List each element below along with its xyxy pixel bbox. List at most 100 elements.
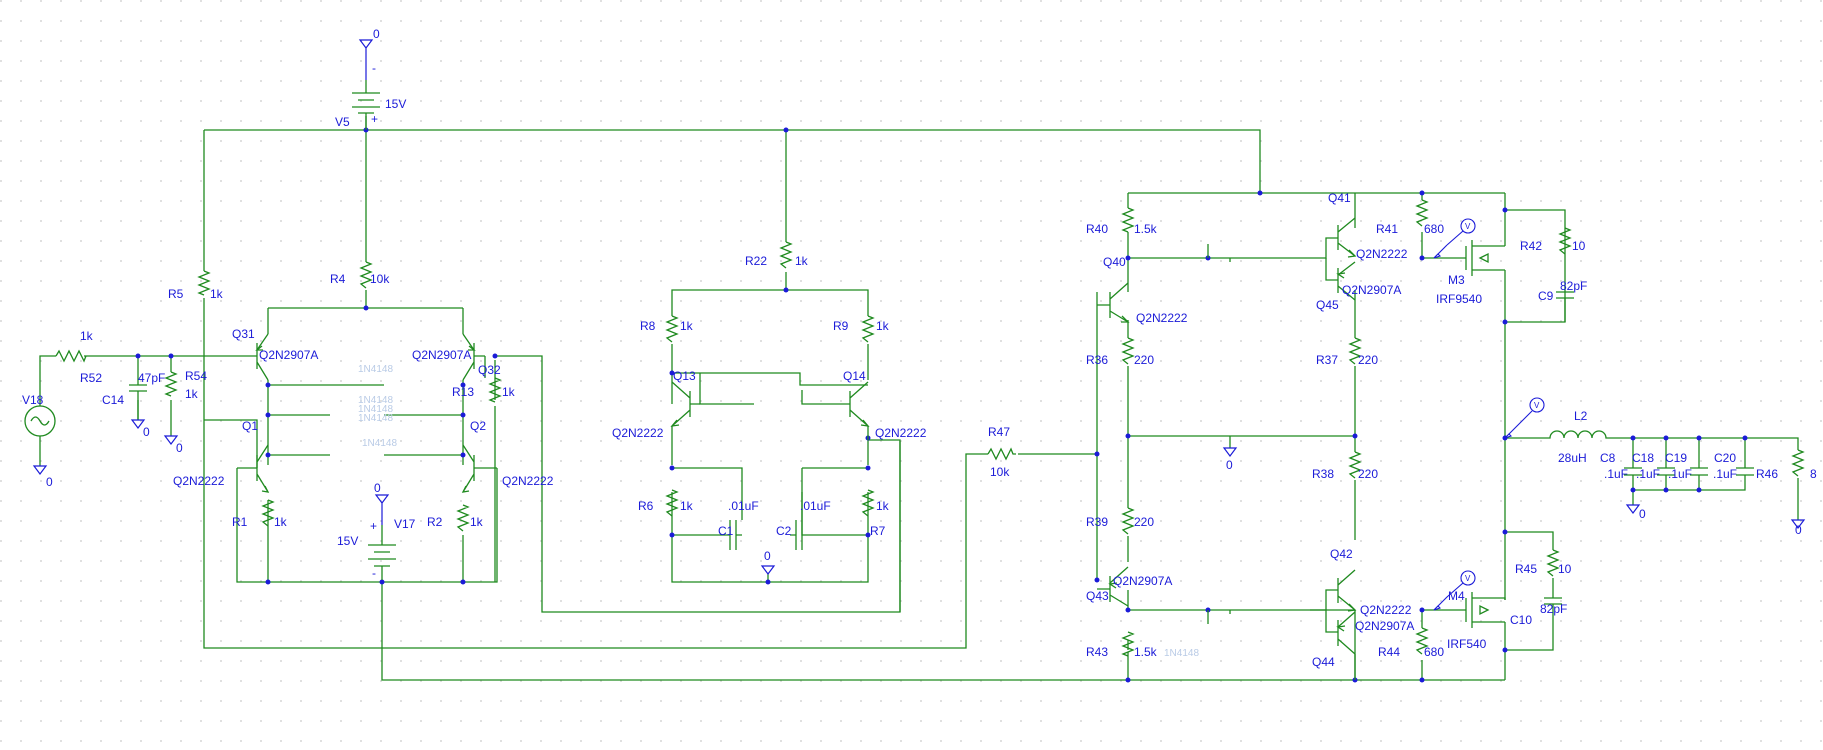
svg-text:-: - bbox=[372, 566, 376, 580]
resistor-r52 bbox=[55, 349, 87, 363]
capacitor-c10 bbox=[1544, 597, 1562, 630]
svg-text:Q2N2222: Q2N2222 bbox=[1356, 247, 1408, 261]
transistor-q43 bbox=[1097, 566, 1129, 607]
voltage-probe-icon: V bbox=[1433, 570, 1476, 611]
svg-text:.1uF: .1uF bbox=[1713, 467, 1737, 481]
capacitor-c20 bbox=[1736, 467, 1754, 476]
junction-dots bbox=[135, 127, 1748, 683]
svg-text:1k: 1k bbox=[680, 319, 694, 333]
svg-text:220: 220 bbox=[1358, 353, 1378, 367]
transistor-q40 bbox=[1097, 282, 1130, 323]
svg-text:V: V bbox=[1534, 401, 1540, 410]
svg-text:Q2N2907A: Q2N2907A bbox=[1355, 619, 1414, 633]
resistor-r39 bbox=[1121, 507, 1135, 535]
transistors bbox=[237, 217, 1506, 680]
svg-text:IRF9540: IRF9540 bbox=[1436, 292, 1482, 306]
svg-text:R2: R2 bbox=[427, 515, 443, 529]
capacitor-c1 bbox=[729, 492, 743, 550]
transistor-q32 bbox=[462, 333, 485, 381]
ground-icon bbox=[130, 419, 146, 429]
svg-text:Q41: Q41 bbox=[1328, 191, 1351, 205]
ground-icon bbox=[1790, 519, 1806, 529]
svg-text:.1uF: .1uF bbox=[1636, 467, 1660, 481]
capacitor-c19 bbox=[1690, 467, 1708, 476]
resistor-r41 bbox=[1415, 199, 1429, 227]
ground-icon bbox=[163, 435, 179, 445]
svg-text:R52: R52 bbox=[80, 371, 102, 385]
resistor-r54 bbox=[164, 371, 178, 397]
svg-text:Q2N2222: Q2N2222 bbox=[502, 474, 554, 488]
svg-text:82pF: 82pF bbox=[1540, 602, 1567, 616]
svg-text:Q32: Q32 bbox=[478, 363, 501, 377]
svg-text:C14: C14 bbox=[102, 393, 124, 407]
svg-text:R37: R37 bbox=[1316, 353, 1338, 367]
transistor-q42 bbox=[1325, 569, 1357, 612]
svg-text:Q2N2222: Q2N2222 bbox=[173, 474, 225, 488]
svg-text:1.5k: 1.5k bbox=[1134, 222, 1158, 236]
resistor-r44 bbox=[1415, 627, 1429, 655]
svg-text:Q2N2907A: Q2N2907A bbox=[259, 348, 318, 362]
resistor-r43 bbox=[1121, 631, 1135, 657]
resistor-r37 bbox=[1348, 337, 1362, 365]
transistor-q41 bbox=[1310, 217, 1357, 259]
battery-v5 bbox=[352, 80, 380, 130]
svg-text:.1uF: .1uF bbox=[1604, 467, 1628, 481]
svg-text:1N4148: 1N4148 bbox=[358, 395, 393, 406]
svg-text:C19: C19 bbox=[1665, 451, 1687, 465]
svg-text:680: 680 bbox=[1424, 645, 1444, 659]
resistor-r13 bbox=[488, 377, 502, 403]
svg-text:1k: 1k bbox=[680, 499, 694, 513]
transistor-q31 bbox=[255, 333, 269, 381]
svg-text:1k: 1k bbox=[274, 515, 288, 529]
svg-text:Q2N2222: Q2N2222 bbox=[875, 426, 927, 440]
svg-text:1k: 1k bbox=[185, 387, 199, 401]
resistors bbox=[55, 199, 1805, 657]
svg-text:.01uF: .01uF bbox=[800, 499, 831, 513]
svg-text:8: 8 bbox=[1810, 467, 1817, 481]
svg-text:R41: R41 bbox=[1376, 222, 1398, 236]
capacitors bbox=[129, 262, 1754, 630]
svg-text:0: 0 bbox=[374, 481, 381, 495]
svg-text:Q43: Q43 bbox=[1086, 589, 1109, 603]
svg-text:1k: 1k bbox=[502, 385, 516, 399]
svg-text:0: 0 bbox=[143, 425, 150, 439]
svg-text:Q40: Q40 bbox=[1103, 255, 1126, 269]
ground-symbols bbox=[32, 39, 1806, 575]
sources bbox=[24, 80, 396, 580]
svg-text:.01uF: .01uF bbox=[728, 499, 759, 513]
resistor-r45 bbox=[1546, 549, 1560, 577]
svg-text:1k: 1k bbox=[470, 515, 484, 529]
svg-text:R22: R22 bbox=[745, 254, 767, 268]
resistor-r1 bbox=[261, 499, 275, 527]
resistor-r40 bbox=[1121, 207, 1135, 233]
svg-text:L2: L2 bbox=[1574, 409, 1588, 423]
svg-text:C18: C18 bbox=[1632, 451, 1654, 465]
svg-text:Q45: Q45 bbox=[1316, 298, 1339, 312]
svg-text:680: 680 bbox=[1424, 222, 1444, 236]
capacitor-c18 bbox=[1657, 467, 1675, 476]
capacitor-c14 bbox=[129, 384, 147, 420]
svg-text:0: 0 bbox=[46, 475, 53, 489]
svg-text:82pF: 82pF bbox=[1560, 279, 1587, 293]
resistor-r46 bbox=[1791, 449, 1805, 477]
svg-text:Q2N2907A: Q2N2907A bbox=[412, 348, 471, 362]
ground-icon bbox=[374, 494, 390, 525]
transistor-q1 bbox=[237, 444, 270, 493]
transistor-q45 bbox=[1325, 258, 1356, 301]
ground-icon bbox=[1222, 447, 1238, 457]
svg-text:R36: R36 bbox=[1086, 353, 1108, 367]
svg-text:10k: 10k bbox=[370, 272, 390, 286]
svg-text:+: + bbox=[370, 519, 377, 533]
svg-text:10: 10 bbox=[1558, 562, 1572, 576]
svg-text:1N4148: 1N4148 bbox=[1164, 648, 1199, 659]
resistor-r7 bbox=[861, 489, 875, 517]
svg-text:Q2N2907A: Q2N2907A bbox=[1113, 574, 1172, 588]
svg-text:10k: 10k bbox=[990, 465, 1010, 479]
svg-text:10: 10 bbox=[1572, 239, 1586, 253]
resistor-r47 bbox=[987, 447, 1016, 461]
svg-text:V: V bbox=[1465, 574, 1471, 583]
svg-text:R1: R1 bbox=[232, 515, 248, 529]
svg-text:28uH: 28uH bbox=[1558, 451, 1587, 465]
svg-text:R7: R7 bbox=[870, 524, 886, 538]
